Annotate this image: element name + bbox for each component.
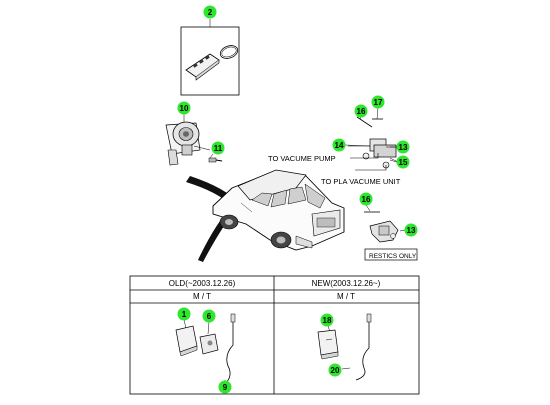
suv-vehicle-icon [186, 169, 345, 262]
callout-marker[interactable]: 15 [396, 155, 410, 169]
table-subheader-new: M / T [337, 292, 355, 301]
old-parts-group [175, 313, 236, 384]
callout-marker[interactable]: 16 [354, 104, 368, 118]
callout-marker[interactable]: 2 [203, 5, 217, 19]
callout-marker[interactable]: 18 [320, 313, 334, 327]
callout-marker[interactable]: 20 [328, 363, 342, 377]
revision-table [129, 275, 420, 395]
callout-marker[interactable]: 1 [177, 307, 191, 321]
callout-number: 20 [331, 366, 340, 375]
callout-marker[interactable]: 11 [211, 141, 225, 155]
leader-lines [183, 19, 406, 385]
callout-marker[interactable]: 16 [359, 192, 373, 206]
key-fob-icon [185, 45, 239, 81]
callout-number: 16 [357, 107, 366, 116]
callout-marker[interactable]: 17 [371, 95, 385, 109]
callout-number: 1 [182, 310, 187, 319]
callout-number: 13 [407, 226, 416, 235]
callout-number: 10 [180, 104, 189, 113]
callout-number: 9 [223, 383, 228, 392]
label-restics-only: RESTICS ONLY [369, 253, 417, 260]
callout-marker[interactable]: 10 [177, 101, 191, 115]
label-to-vacume-pump: TO VACUME PUMP [268, 154, 336, 163]
key-fob-group [180, 26, 240, 96]
callout-marker[interactable]: 13 [404, 223, 418, 237]
table-header-new: NEW(2003.12.26~) [312, 279, 381, 288]
bolt-icon [208, 157, 223, 163]
restics-only-box [364, 248, 418, 261]
restics-valve-assembly [364, 211, 418, 261]
label-to-pla-vacume-unit: TO PLA VACUME UNIT [321, 177, 401, 186]
siren-assembly [165, 121, 223, 166]
callout-number: 6 [207, 312, 212, 321]
vacuum-valve-assembly [348, 116, 399, 171]
callout-marker[interactable]: 9 [218, 380, 232, 394]
callout-marker[interactable]: 6 [202, 309, 216, 323]
callout-number: 15 [399, 158, 408, 167]
callout-layer: 2 10 11 16 17 14 13 15 16 13 1 6 9 18 20 [177, 5, 418, 394]
callout-number: 18 [323, 316, 332, 325]
callout-marker[interactable]: 14 [332, 138, 346, 152]
table-header-old: OLD(~2003.12.26) [169, 279, 236, 288]
callout-number: 17 [374, 98, 383, 107]
callout-number: 2 [208, 8, 213, 17]
callout-number: 16 [362, 195, 371, 204]
callout-number: 13 [399, 143, 408, 152]
new-parts-group [317, 313, 372, 381]
table-subheader-old: M / T [193, 292, 211, 301]
callout-number: 14 [335, 141, 344, 150]
callout-number: 11 [214, 144, 223, 153]
callout-marker[interactable]: 13 [396, 140, 410, 154]
